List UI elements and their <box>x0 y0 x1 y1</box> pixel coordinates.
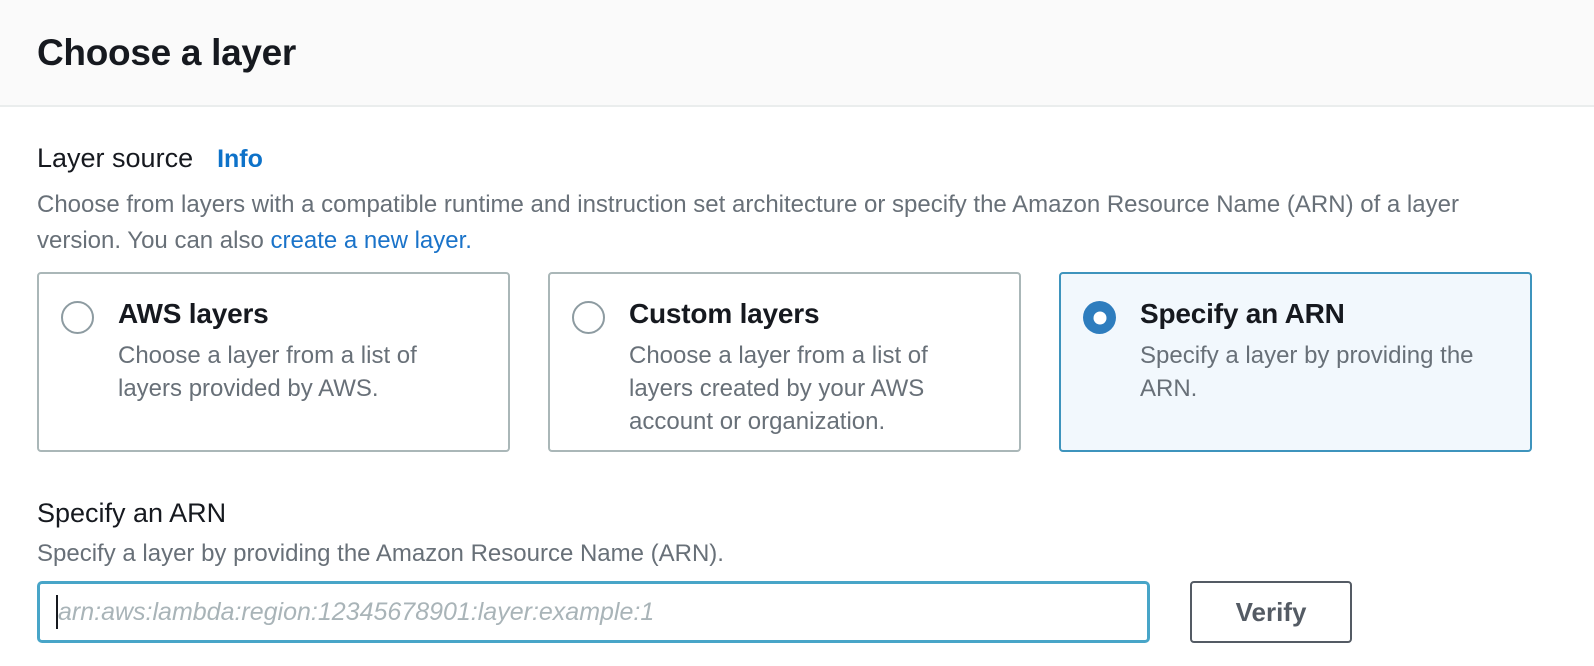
tile-specify-arn-description: Specify a layer by providing the ARN. <box>1140 342 1474 402</box>
layer-source-tiles: AWS layers Choose a layer from a list of… <box>37 272 1532 452</box>
specify-arn-row: Verify <box>37 581 1557 643</box>
specify-arn-section: Specify an ARN Specify a layer by provid… <box>37 498 1557 643</box>
tile-custom-layers-text: Custom layers Choose a layer from a list… <box>629 298 993 450</box>
radio-aws-layers[interactable] <box>61 301 94 334</box>
specify-arn-description: Specify a layer by providing the Amazon … <box>37 540 724 567</box>
panel-header: Choose a layer <box>0 0 1594 107</box>
tile-specify-arn[interactable]: Specify an ARN Specify a layer by provid… <box>1059 272 1532 452</box>
arn-input-wrapper <box>37 581 1150 643</box>
info-link[interactable]: Info <box>217 145 263 173</box>
layer-source-form: Layer source Info Choose from layers wit… <box>0 143 1594 643</box>
arn-input[interactable] <box>37 581 1150 643</box>
tile-custom-layers-title: Custom layers <box>629 298 820 329</box>
tile-aws-layers[interactable]: AWS layers Choose a layer from a list of… <box>37 272 510 452</box>
layer-source-label-row: Layer source Info <box>37 143 1557 174</box>
create-new-layer-link[interactable]: create a new layer. <box>270 227 472 254</box>
tile-specify-arn-title: Specify an ARN <box>1140 298 1345 329</box>
specify-arn-label: Specify an ARN <box>37 498 227 528</box>
layer-source-description: Choose from layers with a compatible run… <box>37 187 1505 259</box>
tile-custom-layers[interactable]: Custom layers Choose a layer from a list… <box>548 272 1021 452</box>
verify-button[interactable]: Verify <box>1190 581 1352 643</box>
radio-custom-layers[interactable] <box>572 301 605 334</box>
tile-custom-layers-description: Choose a layer from a list of layers cre… <box>629 342 928 435</box>
layer-source-description-text: Choose from layers with a compatible run… <box>37 191 1459 254</box>
radio-specify-arn[interactable] <box>1083 301 1116 334</box>
page-title: Choose a layer <box>37 31 297 73</box>
layer-source-label: Layer source <box>37 143 194 173</box>
tile-specify-arn-text: Specify an ARN Specify a layer by provid… <box>1140 298 1504 450</box>
text-cursor <box>56 595 58 629</box>
tile-aws-layers-description: Choose a layer from a list of layers pro… <box>118 342 417 402</box>
tile-aws-layers-title: AWS layers <box>118 298 269 329</box>
tile-aws-layers-text: AWS layers Choose a layer from a list of… <box>118 298 482 450</box>
